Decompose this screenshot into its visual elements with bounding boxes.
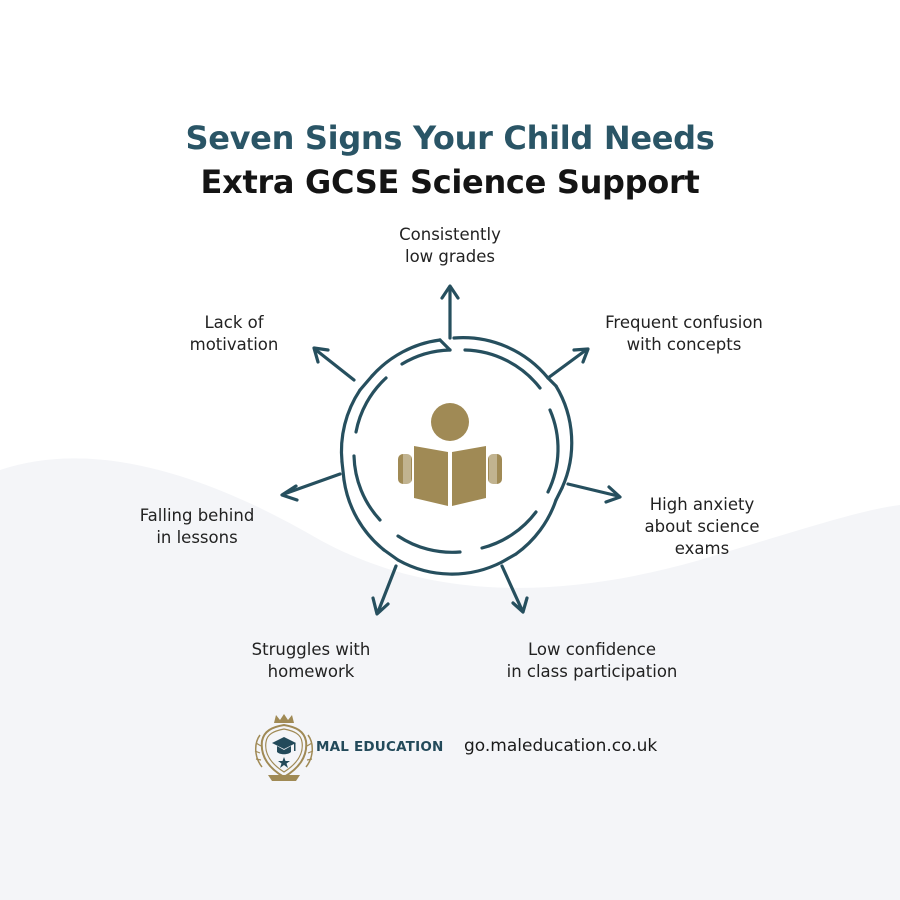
ring-connector-5: [382, 548, 400, 562]
ring-connector-2: [546, 376, 558, 388]
arrow-7-head: [312, 346, 330, 364]
sign-label-4: Low confidence in class participation: [507, 639, 678, 683]
sign-label-3: High anxiety about science exams: [645, 494, 760, 560]
sign-5-line-2: homework: [267, 662, 355, 681]
sign-4-line-1: Low confidence: [527, 640, 657, 659]
sign-1-line-2: low grades: [404, 247, 495, 266]
sign-7-line-2: motivation: [189, 335, 279, 354]
crest-logo-icon: [254, 714, 314, 781]
sign-4-line-2: in class participation: [506, 662, 678, 681]
sign-2-line-2: with concepts: [626, 335, 742, 354]
sign-3-line-3: exams: [674, 539, 730, 558]
website-link[interactable]: go.maleducation.co.uk: [464, 736, 658, 756]
ring-connector-1: [438, 338, 452, 352]
arrow-4: [500, 564, 524, 612]
page-title: Seven Signs Your Child Needs Extra GCSE …: [0, 116, 900, 204]
sign-7-line-1: Lack of: [204, 313, 264, 332]
inner-ring-arc-3: [480, 510, 538, 550]
inner-ring-arc-6: [354, 376, 388, 434]
inner-ring-arc-4: [396, 534, 462, 554]
outer-ring-arc-5: [342, 478, 386, 552]
sign-label-1: Consistently low grades: [399, 224, 501, 268]
sign-1-line-1: Consistently: [399, 225, 501, 244]
sign-6-line-2: in lessons: [156, 528, 238, 547]
ring-connector-7: [358, 374, 374, 392]
inner-ring-arc-1: [463, 348, 542, 390]
arrow-2: [546, 348, 588, 380]
title-line-2: Extra GCSE Science Support: [200, 163, 700, 201]
sign-label-7: Lack of motivation: [190, 312, 279, 356]
arrow-1-head: [440, 284, 460, 300]
sign-2-line-1: Frequent confusion: [605, 313, 763, 332]
outer-ring-arc-4: [396, 558, 504, 576]
arrow-7: [314, 348, 356, 382]
ring-connector-3: [554, 486, 564, 502]
arrow-3: [566, 482, 620, 498]
arrow-2-head: [572, 347, 590, 364]
inner-ring-arc-2: [546, 408, 560, 494]
inner-ring-arc-7: [400, 348, 452, 366]
outer-ring-arc-3: [514, 498, 558, 556]
arrow-6: [282, 472, 342, 496]
sign-label-6: Falling behind in lessons: [140, 505, 255, 549]
ring-connector-6: [340, 460, 346, 482]
outer-ring-arc-6: [339, 388, 362, 464]
sign-label-2: Frequent confusion with concepts: [605, 312, 763, 356]
outer-ring-arc-2: [554, 384, 574, 490]
sign-label-5: Struggles with homework: [252, 639, 371, 683]
sign-5-line-1: Struggles with: [251, 640, 371, 659]
sign-6-line-1: Falling behind: [139, 506, 255, 525]
title-line-1: Seven Signs Your Child Needs: [185, 119, 715, 157]
outer-ring-arc-7: [370, 338, 442, 378]
arrow-6-head: [280, 484, 299, 502]
arrow-3-head: [604, 485, 622, 504]
sign-3-line-2: about science: [644, 517, 760, 536]
arrow-4-head: [511, 596, 529, 614]
inner-ring-arc-5: [352, 454, 382, 522]
ring-connector-4: [500, 552, 518, 564]
arrow-5-head: [371, 596, 390, 616]
brand-name: MAL EDUCATION: [316, 739, 444, 755]
sign-3-line-1: High anxiety: [649, 495, 755, 514]
reading-student-icon: [398, 403, 502, 506]
arrow-5: [376, 564, 398, 614]
outer-ring-arc-1: [452, 336, 550, 380]
